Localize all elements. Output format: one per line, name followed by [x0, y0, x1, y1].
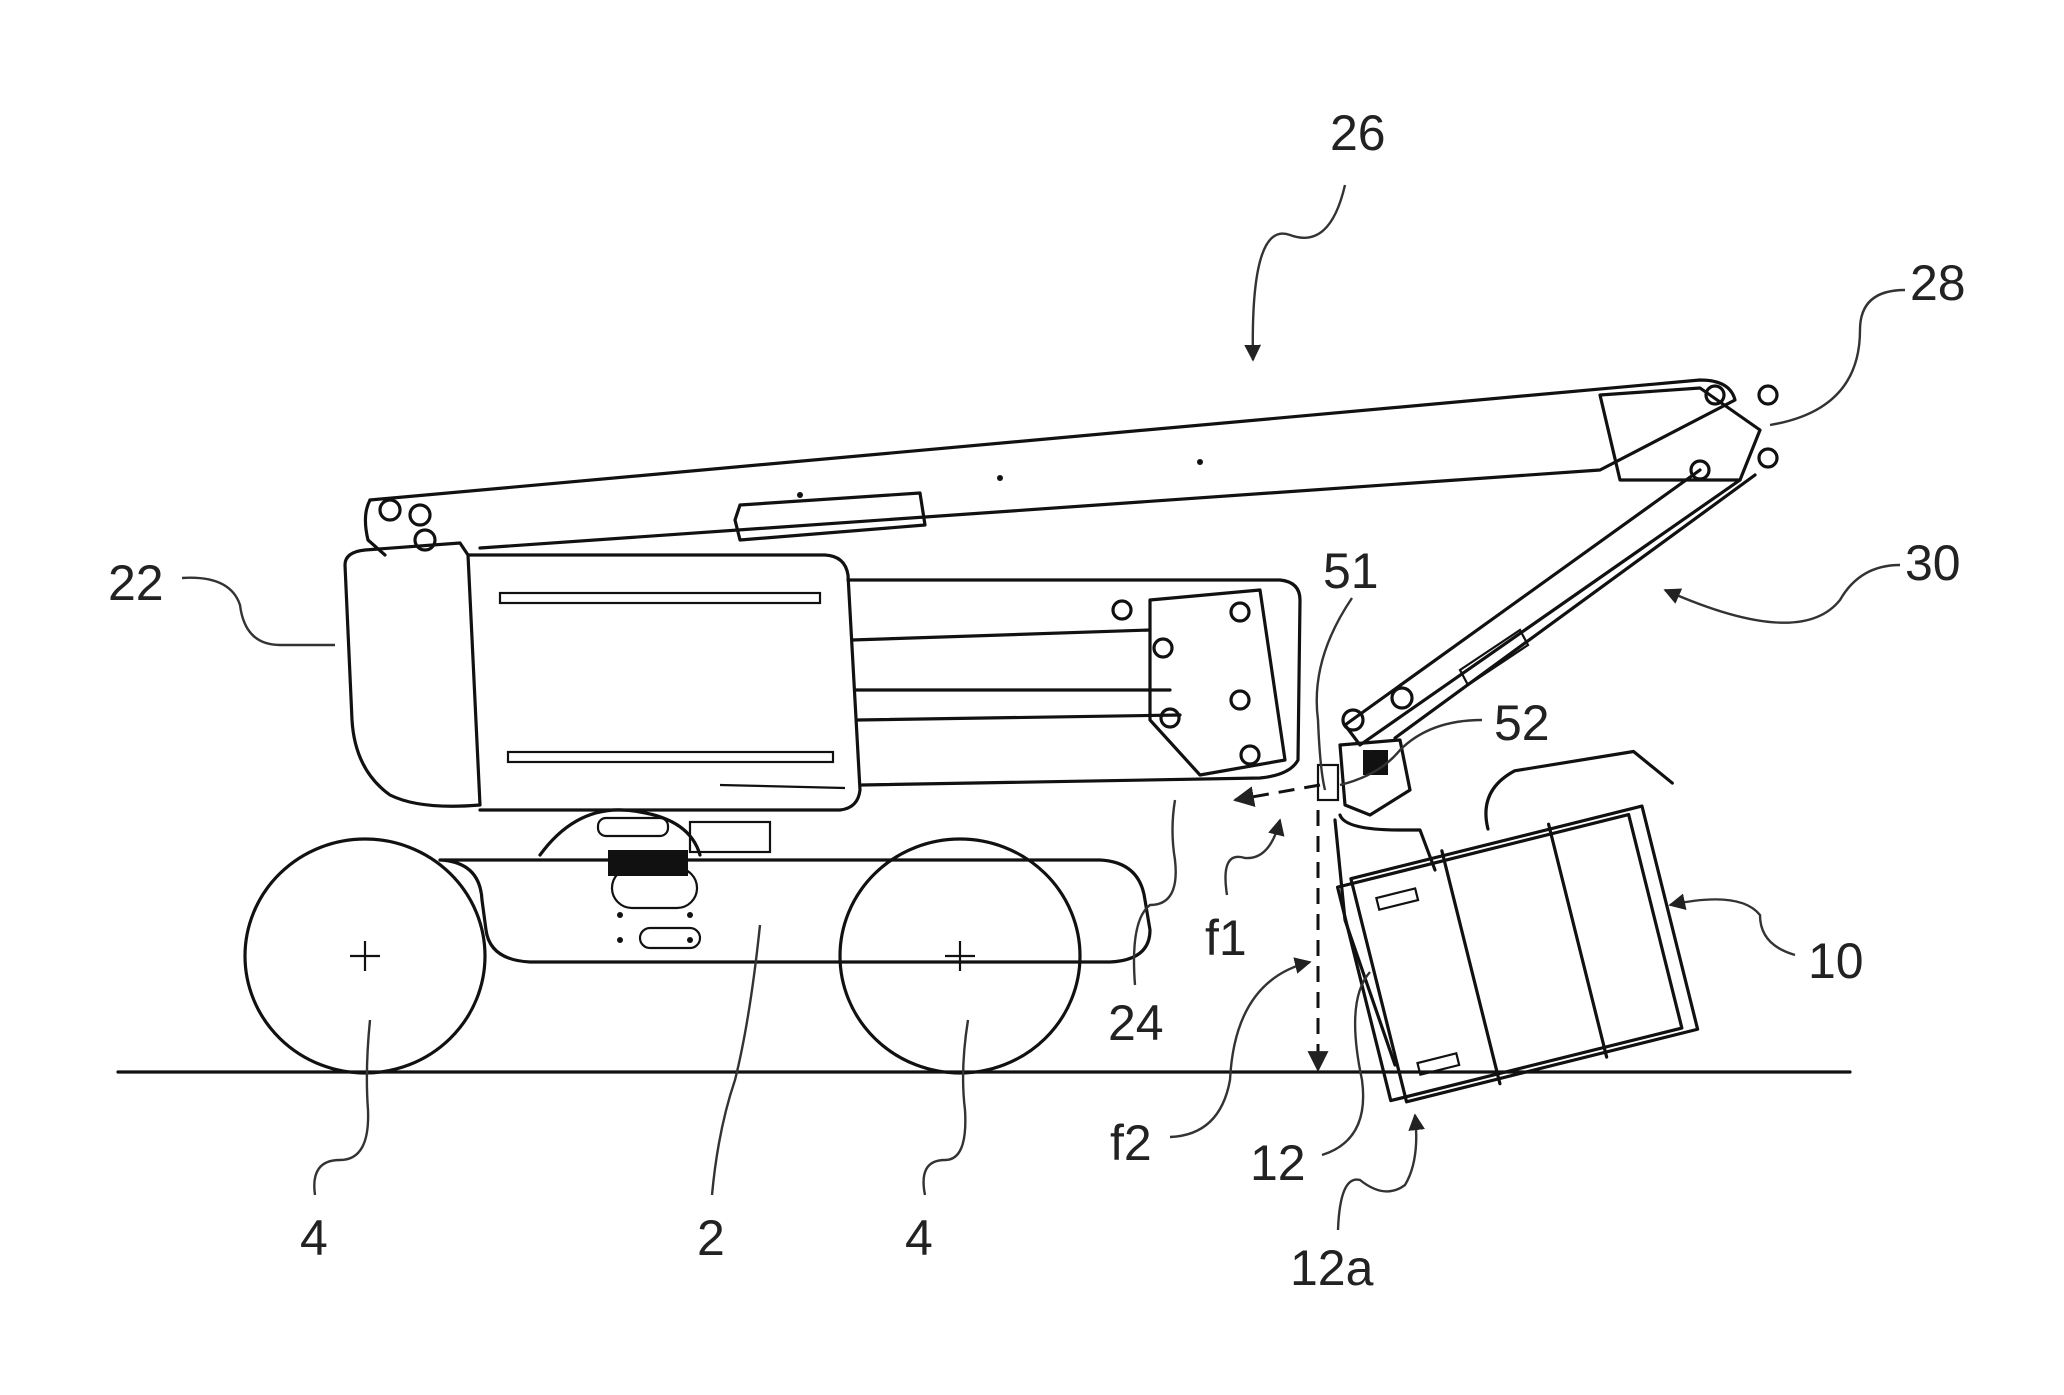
force-f1-arrow — [1232, 783, 1321, 808]
label-24: 24 — [1108, 995, 1164, 1051]
leader-30 — [1663, 563, 1901, 624]
leader-12a — [1336, 1113, 1426, 1231]
platform-floor — [1333, 818, 1397, 1067]
leader-f2 — [1169, 957, 1312, 1139]
leader-2 — [710, 924, 762, 1196]
leader-4-rear — [313, 1019, 372, 1196]
wheel-front — [838, 837, 1082, 1075]
label-12a: 12a — [1290, 1240, 1374, 1296]
label-52: 52 — [1494, 695, 1550, 751]
leader-22 — [181, 576, 335, 647]
label-10: 10 — [1808, 933, 1864, 989]
chassis — [438, 808, 1152, 964]
leader-12 — [1321, 971, 1371, 1157]
label-4-front: 4 — [905, 1210, 933, 1266]
label-51: 51 — [1323, 543, 1379, 599]
leader-28 — [1769, 288, 1906, 427]
label-12: 12 — [1250, 1135, 1306, 1191]
wheel-rear — [243, 837, 487, 1075]
label-f2: f2 — [1110, 1115, 1152, 1171]
label-22: 22 — [108, 555, 164, 611]
turret — [343, 541, 862, 812]
leader-24 — [1132, 799, 1177, 986]
leader-51 — [1315, 597, 1353, 791]
platform-basket — [1335, 749, 1700, 1104]
label-28: 28 — [1910, 255, 1966, 311]
leader-52 — [1339, 718, 1483, 787]
jib — [1341, 468, 1757, 747]
leader-10 — [1668, 893, 1796, 957]
rotator-assembly — [1316, 738, 1437, 872]
label-f1: f1 — [1205, 910, 1247, 966]
leader-f1 — [1224, 818, 1285, 896]
label-30: 30 — [1905, 535, 1961, 591]
lower-boom — [846, 578, 1302, 787]
leader-4-front — [922, 1019, 970, 1196]
label-26: 26 — [1330, 105, 1386, 161]
leader-26 — [1244, 184, 1347, 362]
label-4-rear: 4 — [300, 1210, 328, 1266]
upper-boom — [363, 378, 1779, 557]
label-2: 2 — [697, 1210, 725, 1266]
